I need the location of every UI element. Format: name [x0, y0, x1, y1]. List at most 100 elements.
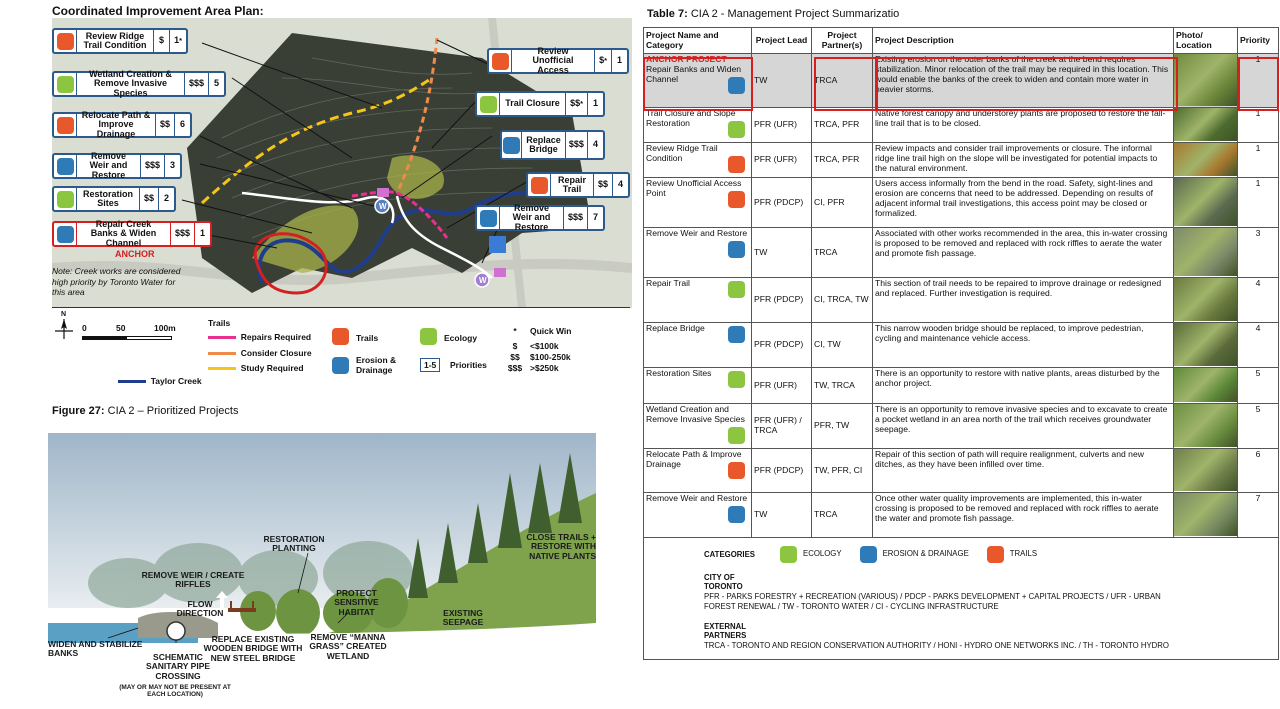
label-pipe-note: (MAY OR MAY NOT BE PRESENT AT EACH LOCAT…: [119, 684, 231, 699]
cell-project-lead: PFR (PDCP): [751, 322, 812, 368]
cell-project-partners: TRCA: [811, 227, 873, 278]
legend-closure: Consider Closure: [208, 348, 312, 358]
callout-relocate-path[interactable]: Relocate Path & Improve Drainage $$ 6: [52, 110, 192, 138]
project-name: Restoration Sites: [646, 368, 712, 378]
cell-project-partners: TRCA, PFR: [811, 107, 873, 143]
th-photo-location: Photo/ Location: [1173, 27, 1238, 54]
cell-project-partners: TRCA, PFR: [811, 142, 873, 178]
ecology-icon: [728, 281, 745, 298]
cell-project-description: Associated with other works recommended …: [872, 227, 1174, 278]
th-project-name: Project Name and Category: [643, 27, 752, 54]
site-photo: [1174, 323, 1237, 366]
project-name: Review Ridge Trail Condition: [646, 143, 718, 163]
project-name: Replace Bridge: [646, 323, 705, 333]
th-project-description: Project Description: [872, 27, 1174, 54]
callout-remove-weir-3[interactable]: Remove Weir and Restore $$$ 3: [52, 151, 182, 179]
erosion-icon: [859, 546, 877, 563]
callout-wetland-creation[interactable]: Wetland Creation & Remove Invasive Speci…: [52, 69, 226, 97]
project-name: Repair Banks and Widen Channel: [646, 63, 742, 84]
callout-repair-trail[interactable]: Repair Trail $$ 4: [526, 172, 630, 198]
cell-project-partners: PFR, TW: [811, 403, 873, 449]
project-name: Review Unofficial Access Point: [646, 178, 742, 198]
cell-photo: [1173, 322, 1238, 368]
trails-icon: [530, 176, 548, 194]
erosion-icon: [479, 209, 497, 227]
site-photo: [1174, 278, 1237, 321]
legend-ecology: Ecology: [444, 333, 478, 343]
legend-cost-3: >$250k: [530, 363, 559, 373]
erosion-icon: [56, 225, 74, 243]
cell-project-name: Relocate Path & Improve Drainage: [643, 448, 752, 493]
callout-trail-closure[interactable]: Trail Closure $$* 1: [475, 91, 605, 117]
legend-cost-sym-2: $$: [510, 352, 520, 362]
callout-restoration-sites[interactable]: Restoration Sites $$ 2: [52, 186, 176, 212]
cell-project-name: Repair Trail: [643, 277, 752, 323]
cell-photo: [1173, 142, 1238, 178]
trails-icon: [491, 52, 509, 70]
anchor-project-tag: ANCHOR PROJECT: [646, 54, 727, 64]
label-close-trails: CLOSE TRAILS + RESTORE WITH NATIVE PLANT…: [526, 532, 596, 561]
scale-0: 0: [82, 323, 87, 333]
cell-project-partners: TW, PFR, CI: [811, 448, 873, 493]
cell-project-name: Review Unofficial Access Point: [643, 177, 752, 228]
cell-project-lead: TW: [751, 53, 812, 108]
cell-project-name: Restoration Sites: [643, 367, 752, 404]
callout-remove-weir-7[interactable]: Remove Weir and Restore $$$ 7: [475, 203, 605, 231]
trails-icon: [986, 546, 1004, 563]
cell-priority: 5: [1237, 403, 1279, 449]
cell-project-description: There is an opportunity to restore with …: [872, 367, 1174, 404]
cell-project-description: Repair of this section of path will requ…: [872, 448, 1174, 493]
cell-priority: 7: [1237, 492, 1279, 538]
th-project-lead: Project Lead: [751, 27, 812, 54]
cell-photo: [1173, 277, 1238, 323]
cell-project-partners: CI, TRCA, TW: [811, 277, 873, 323]
site-photo: [1174, 143, 1237, 176]
erosion-icon: [728, 326, 745, 343]
table-row: Review Ridge Trail Condition PFR (UFR)TRC…: [643, 142, 1279, 178]
scale-bar: [82, 336, 172, 340]
footer-categories: CATEGORIES ECOLOGY EROSION & DRAINAGE TR…: [704, 546, 1218, 563]
legend-trails: Trails: [356, 333, 379, 343]
th-priority: Priority: [1237, 27, 1279, 54]
cell-project-name: Wetland Creation and Remove Invasive Spe…: [643, 403, 752, 449]
callout-repair-creek-banks[interactable]: Repair Creek Banks & Widen Channel $$$ 1: [52, 219, 212, 247]
cell-project-lead: PFR (UFR): [751, 142, 812, 178]
trails-icon: [56, 32, 74, 50]
cell-photo: [1173, 177, 1238, 228]
section-graphic: [48, 433, 596, 703]
callout-review-ridge-trail[interactable]: Review Ridge Trail Condition $ 1*: [52, 28, 188, 54]
cell-project-lead: PFR (PDCP): [751, 448, 812, 493]
legend-priority-box: 1-5: [420, 358, 441, 372]
ecology-icon: [56, 190, 74, 208]
legend-quick-sym: *: [513, 326, 517, 336]
cell-project-lead: TW: [751, 492, 812, 538]
cell-photo: [1173, 107, 1238, 143]
legend-repairs: Repairs Required: [208, 332, 311, 342]
erosion-icon: [56, 157, 74, 175]
anchor-label: ANCHOR: [115, 249, 155, 259]
scale-50: 50: [116, 323, 126, 333]
erosion-icon: [728, 76, 745, 94]
legend-creek: Taylor Creek: [118, 376, 202, 386]
site-photo: [1174, 228, 1237, 276]
label-flow-direction: FLOW DIRECTION: [176, 599, 224, 619]
cell-project-partners: CI, TW: [811, 322, 873, 368]
label-protect-habitat: PROTECT SENSITIVE HABITAT: [334, 588, 379, 617]
project-name: Trail Closure and Slope Restoration: [646, 108, 736, 128]
north-label: N: [61, 311, 67, 318]
callout-replace-bridge[interactable]: Replace Bridge $$$ 4: [500, 130, 605, 160]
callout-review-unofficial-access[interactable]: Review Unofficial Access $* 1: [487, 46, 629, 74]
erosion-icon: [503, 136, 521, 154]
ecology-icon: [728, 426, 745, 444]
cell-photo: [1173, 53, 1238, 108]
map-marker-w-2: W: [479, 276, 487, 285]
legend-erosion: Erosion & Drainage: [356, 355, 397, 375]
cell-priority: 1: [1237, 107, 1279, 143]
north-arrow-icon: [54, 317, 74, 341]
legend-quick: Quick Win: [530, 326, 572, 336]
